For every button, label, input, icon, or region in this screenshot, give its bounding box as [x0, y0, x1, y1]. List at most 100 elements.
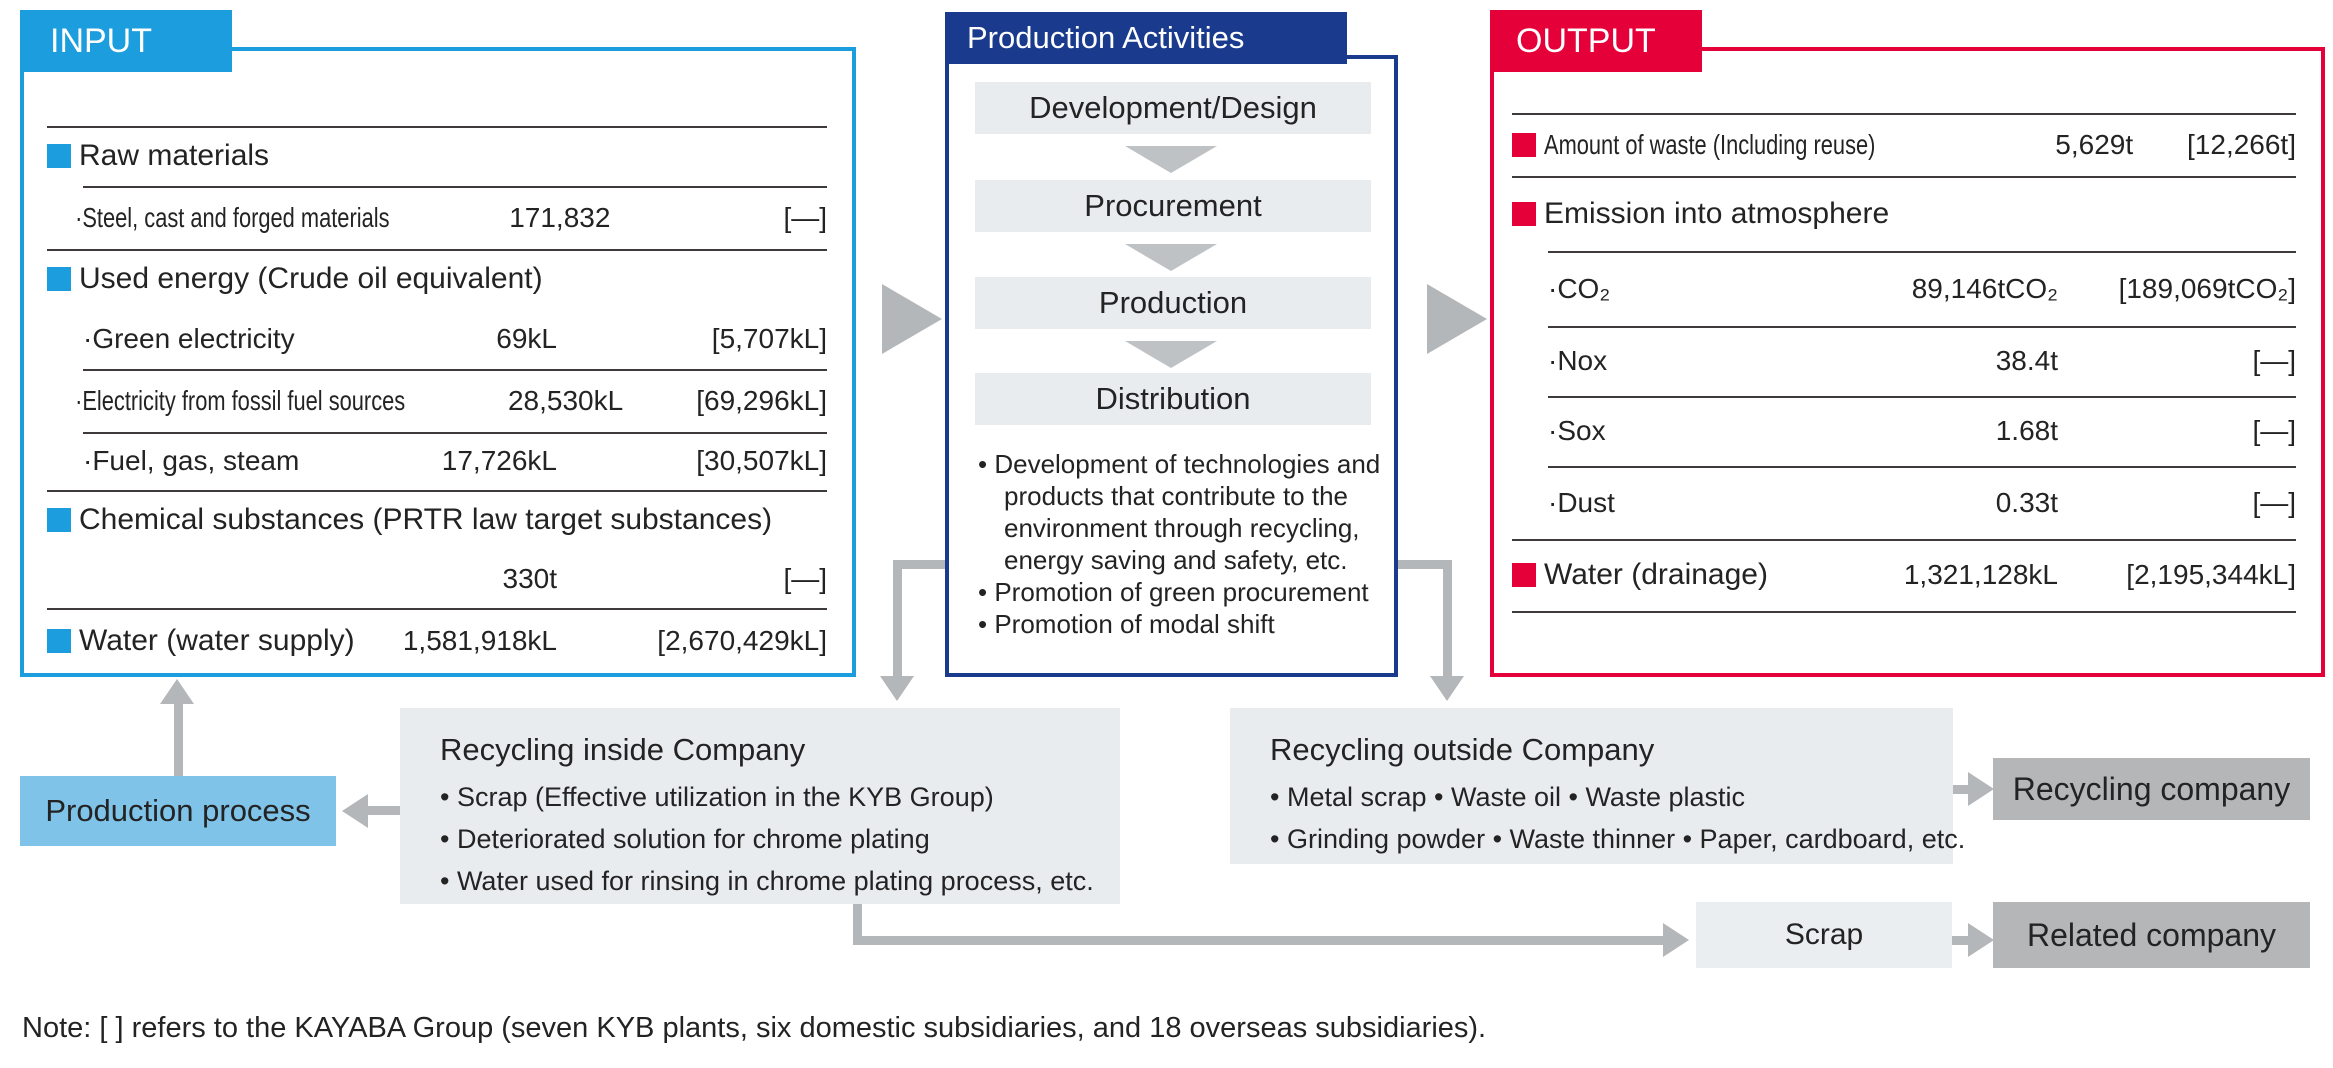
production-bullet-list: • Development of technologies and produc… [978, 448, 1383, 640]
row-label: Emission into atmosphere [1544, 196, 1890, 230]
input-panel [20, 47, 856, 677]
row-divider [83, 369, 827, 371]
row-group-value: [69,296kL] [696, 384, 827, 416]
table-row: ·Green electricity 69kL [5,707kL] [47, 309, 827, 369]
row-label: ·Dust [1548, 486, 1615, 518]
box-title: Recycling inside Company [440, 732, 806, 767]
step-label: Development/Design [1029, 90, 1317, 125]
row-label: ·Steel, cast and forged materials [75, 201, 390, 233]
red-square-icon [1512, 132, 1536, 157]
production-activities-tab: Production Activities [945, 12, 1347, 64]
chevron-down-icon [1125, 146, 1217, 173]
arrow-left-icon [342, 794, 368, 828]
row-divider [1548, 326, 2296, 328]
input-table: Raw materials ·Steel, cast and forged ma… [47, 126, 827, 673]
related-company-label: Related company [2026, 916, 2277, 953]
output-tab: OUTPUT [1490, 10, 1702, 72]
row-value: 1,581,918kL [402, 624, 557, 656]
scrap-label: Scrap [1784, 918, 1864, 951]
row-label: Raw materials [79, 139, 270, 172]
row-label: ·Nox [1548, 345, 1608, 376]
row-group-value: [—] [2252, 415, 2296, 446]
row-group-value: [—] [2252, 486, 2296, 518]
blue-square-icon [47, 144, 71, 168]
connector-line [1443, 560, 1452, 678]
step-label: Production [1098, 285, 1248, 320]
row-divider [83, 432, 827, 434]
red-square-icon [1512, 563, 1536, 587]
table-row: Water (drainage) 1,321,128kL [2,195,344k… [1512, 539, 2296, 611]
row-label: Water (drainage) [1544, 558, 1768, 591]
footnote: Note: [ ] refers to the KAYABA Group (se… [22, 1012, 1487, 1044]
row-value: 1,321,128kL [1903, 559, 2058, 590]
recycling-company-box: Recycling company [1993, 758, 2310, 820]
row-value: 69kL [496, 323, 557, 354]
table-row: Raw materials [47, 126, 827, 186]
red-square-icon [1512, 201, 1536, 226]
row-value: 17,726kL [441, 445, 557, 476]
row-label: Amount of waste (Including reuse) [1544, 128, 1876, 160]
row-group-value: [12,266t] [2187, 128, 2296, 160]
row-group-value: [30,507kL] [696, 445, 827, 476]
row-value: 89,146tCO₂ [1911, 272, 2058, 304]
list-item: • Development of technologies and produc… [978, 449, 1381, 575]
table-row: Water (water supply) 1,581,918kL [2,670,… [47, 608, 827, 673]
output-tab-label: OUTPUT [1516, 21, 1656, 60]
connector-line [1952, 936, 1968, 945]
list-item: • Grinding powder • Waste thinner • Pape… [1270, 824, 1966, 854]
output-panel-content: Amount of waste (Including reuse) 5,629t… [1490, 47, 2325, 677]
step-distribution: Distribution [975, 373, 1371, 425]
arrow-right-icon [1663, 923, 1689, 957]
row-value: 0.33t [1995, 486, 2058, 518]
row-value: 38.4t [1995, 345, 2058, 376]
production-activities-tab-label: Production Activities [967, 20, 1245, 55]
list-item: • Deteriorated solution for chrome plati… [440, 824, 930, 854]
box-item-list: • Scrap (Effective utilization in the KY… [440, 776, 1100, 902]
output-panel [1490, 47, 2325, 677]
input-panel-content: Raw materials ·Steel, cast and forged ma… [20, 47, 856, 677]
table-row: ·Nox 38.4t [—] [1512, 326, 2296, 396]
blue-square-icon [47, 628, 71, 653]
connector-line [1953, 785, 1968, 794]
table-row: Amount of waste (Including reuse) 5,629t… [1512, 113, 2296, 176]
box-title: Recycling outside Company [1270, 732, 1655, 767]
row-group-value: [—] [783, 201, 827, 233]
recycling-company-label: Recycling company [2012, 770, 2291, 807]
row-divider [47, 608, 827, 610]
step-development-design: Development/Design [975, 82, 1371, 134]
row-value: 5,629t [2055, 128, 2134, 160]
row-group-value: [189,069tCO₂] [2118, 272, 2296, 304]
row-divider [1512, 539, 2296, 541]
row-divider [1512, 611, 2296, 613]
connector-line [853, 936, 1663, 945]
table-row: ·Fuel, gas, steam 17,726kL [30,507kL] [47, 432, 827, 490]
row-value: 28,530kL [507, 384, 624, 416]
connector-line [853, 902, 862, 945]
output-table: Amount of waste (Including reuse) 5,629t… [1512, 113, 2296, 673]
step-label: Procurement [1084, 188, 1262, 223]
row-value: 1.68t [1995, 415, 2058, 446]
row-label: ·Fuel, gas, steam [83, 445, 300, 476]
connector-line [893, 560, 949, 569]
chevron-down-icon [1125, 341, 1217, 368]
connector-line [174, 704, 183, 776]
row-divider [1548, 396, 2296, 398]
flow-arrow-production-to-output-icon [1427, 284, 1487, 354]
arrow-up-icon [160, 679, 194, 704]
row-group-value: [—] [2252, 345, 2296, 376]
table-row: ·Steel, cast and forged materials 171,83… [47, 186, 827, 249]
list-item: • Water used for rinsing in chrome plati… [440, 866, 1094, 896]
flow-arrow-input-to-production-icon [882, 284, 942, 354]
input-tab-label: INPUT [50, 21, 152, 60]
row-group-value: [—] [783, 562, 827, 594]
row-label: Water (water supply) [79, 623, 355, 657]
row-divider [47, 249, 827, 251]
row-divider [1512, 176, 2296, 178]
row-divider [47, 490, 827, 492]
list-item: • Scrap (Effective utilization in the KY… [440, 782, 994, 812]
row-label: Used energy (Crude oil equivalent) [79, 262, 543, 295]
list-item: • Promotion of modal shift [978, 609, 1275, 639]
list-item: • Promotion of green procurement [978, 577, 1369, 607]
table-row: Used energy (Crude oil equivalent) [47, 249, 827, 309]
